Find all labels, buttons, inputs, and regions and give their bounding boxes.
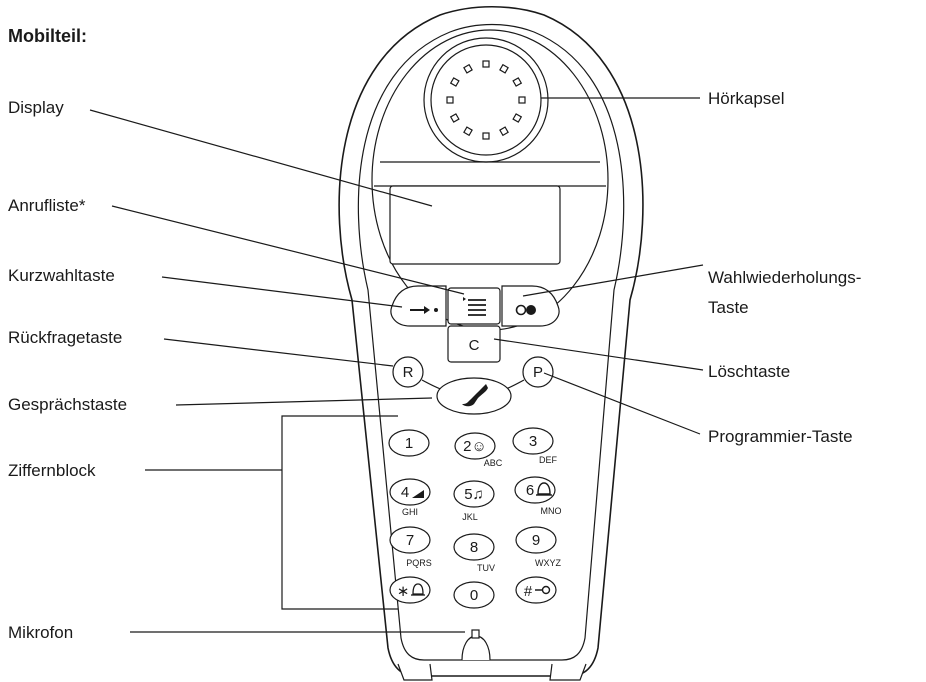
key-hash[interactable]: # — [515, 576, 557, 604]
key-star-label: ∗ — [397, 583, 410, 600]
label-speed-dial: Kurzwahltaste — [8, 266, 115, 285]
key-4-label: 4 — [401, 484, 409, 501]
key-5-letters: JKL — [462, 512, 478, 522]
redial-button[interactable] — [501, 285, 560, 327]
redial-icon — [515, 304, 536, 316]
key-1[interactable]: 1 — [388, 429, 430, 457]
speed-dial-arrow-icon — [410, 306, 438, 314]
key-7[interactable]: 7 PQRS — [389, 526, 432, 568]
key-8[interactable]: 8 TUV — [453, 533, 495, 573]
recall-button-label: R — [403, 364, 414, 381]
key-6-label: 6 — [526, 482, 534, 499]
key-4-letters: GHI — [402, 507, 418, 517]
key-0[interactable]: 0 — [453, 581, 495, 609]
label-redial-line1: Wahlwiederholungs- — [708, 268, 861, 287]
key-1-label: 1 — [405, 435, 413, 452]
key-7-letters: PQRS — [406, 558, 432, 568]
label-microphone: Mikrofon — [8, 623, 73, 642]
key-5[interactable]: 5♫ JKL — [453, 480, 495, 522]
label-earpiece: Hörkapsel — [708, 89, 785, 108]
key-8-label: 8 — [470, 539, 478, 556]
microphone — [461, 629, 491, 661]
ringer-off-icon — [411, 583, 425, 596]
key-9-label: 9 — [532, 532, 540, 549]
key-lock-icon — [535, 585, 551, 595]
earpiece-hole — [449, 113, 460, 123]
earpiece-hole — [512, 77, 523, 87]
key-6[interactable]: 6 MNO — [514, 476, 562, 516]
clear-button-label: C — [469, 337, 480, 354]
key-2-letters: ABC — [484, 458, 503, 468]
talk-button[interactable] — [436, 377, 512, 415]
key-6-letters: MNO — [541, 506, 562, 516]
earpiece-hole — [512, 113, 523, 123]
earpiece-hole — [499, 63, 509, 74]
key-5-label: 5♫ — [464, 486, 484, 503]
label-clear: Löschtaste — [708, 362, 790, 381]
key-3-letters: DEF — [539, 455, 558, 465]
program-button[interactable]: P — [522, 356, 554, 388]
label-redial-line2: Taste — [708, 298, 749, 317]
key-star[interactable]: ∗ — [389, 576, 431, 604]
program-button-label: P — [533, 364, 543, 381]
diagram-title: Mobilteil: — [8, 26, 87, 46]
key-2-label: 2☺ — [463, 438, 487, 455]
label-recall: Rückfragetaste — [8, 328, 122, 347]
volume-icon — [412, 490, 424, 498]
earpiece — [423, 37, 549, 163]
label-display: Display — [8, 98, 64, 117]
key-0-label: 0 — [470, 587, 478, 604]
display-area — [374, 161, 606, 265]
call-list-button[interactable] — [447, 287, 501, 325]
keypad: 1 2☺ ABC 3 DEF 4 GHI 5♫ JKL 6 — [388, 427, 562, 609]
key-8-letters: TUV — [477, 563, 495, 573]
earpiece-hole — [463, 126, 473, 137]
label-talk: Gesprächstaste — [8, 395, 127, 414]
call-list-icon — [463, 297, 486, 316]
label-keypad: Ziffernblock — [8, 461, 96, 480]
clear-button[interactable]: C — [447, 325, 501, 363]
key-3-label: 3 — [529, 433, 537, 450]
callout-labels: Display Anrufliste* Kurzwahltaste Rückfr… — [8, 89, 861, 642]
key-9-letters: WXYZ — [535, 558, 562, 568]
ringer-icon — [536, 482, 552, 496]
earpiece-hole — [499, 126, 509, 137]
earpiece-hole — [446, 96, 454, 104]
earpiece-hole — [482, 60, 490, 68]
key-7-label: 7 — [406, 532, 414, 549]
handset-icon — [462, 384, 488, 407]
earpiece-hole — [463, 63, 473, 74]
key-3[interactable]: 3 DEF — [512, 427, 558, 465]
display-screen — [389, 185, 561, 265]
key-4[interactable]: 4 GHI — [389, 478, 431, 517]
earpiece-hole — [449, 77, 460, 87]
key-hash-label: # — [524, 583, 533, 600]
earpiece-hole — [518, 96, 526, 104]
label-call-list: Anrufliste* — [8, 196, 86, 215]
label-program: Programmier-Taste — [708, 427, 853, 446]
leader-lines — [89, 97, 704, 633]
key-9[interactable]: 9 WXYZ — [515, 526, 562, 568]
key-2[interactable]: 2☺ ABC — [454, 432, 503, 468]
earpiece-hole — [482, 132, 490, 140]
recall-button[interactable]: R — [392, 356, 424, 388]
